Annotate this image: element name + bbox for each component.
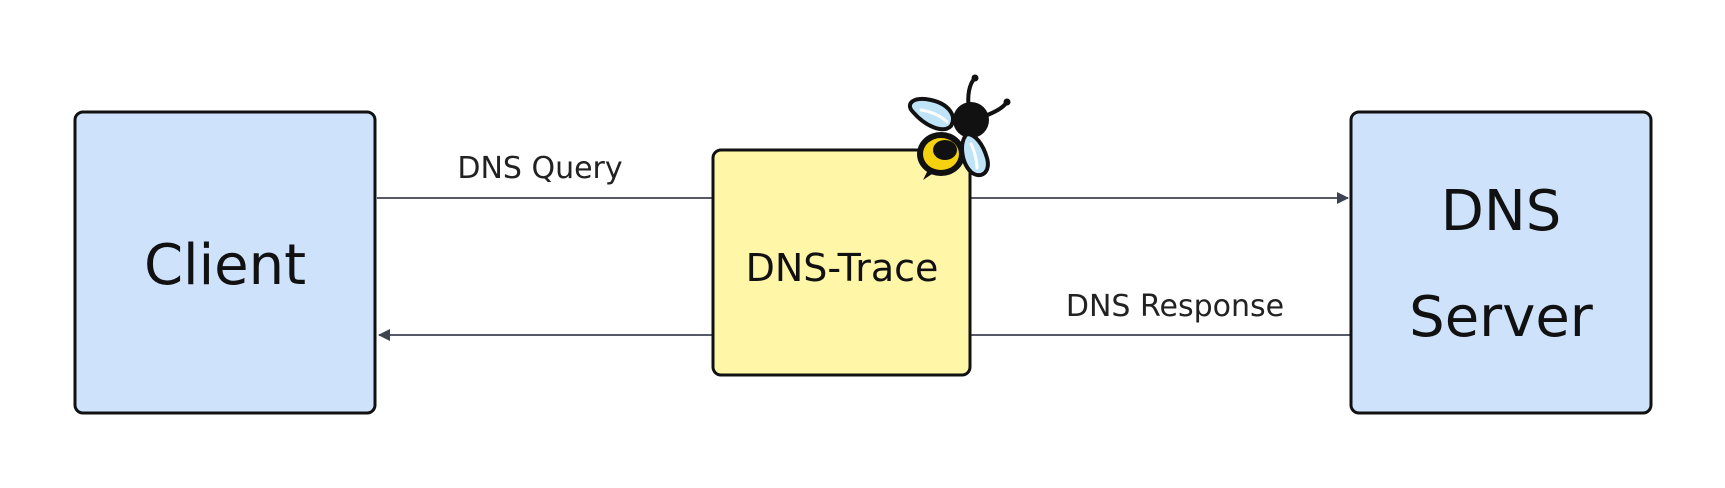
client-box (73, 110, 377, 415)
dns-trace-label: DNS-Trace (746, 246, 939, 290)
edge-label-response: DNS Response (1066, 289, 1284, 324)
node-dns-server[interactable]: DNS Server (1349, 110, 1653, 415)
bee-icon (907, 74, 1011, 180)
dns-server-label-line1: DNS (1441, 179, 1562, 244)
client-label: Client (144, 233, 306, 298)
node-client[interactable]: Client (73, 110, 377, 415)
edge-label-query: DNS Query (457, 151, 622, 186)
node-dns-trace[interactable]: DNS-Trace (711, 148, 972, 377)
dns-trace-box (711, 148, 972, 377)
dns-server-box (1349, 110, 1653, 415)
dns-server-label-line2: Server (1409, 285, 1594, 350)
